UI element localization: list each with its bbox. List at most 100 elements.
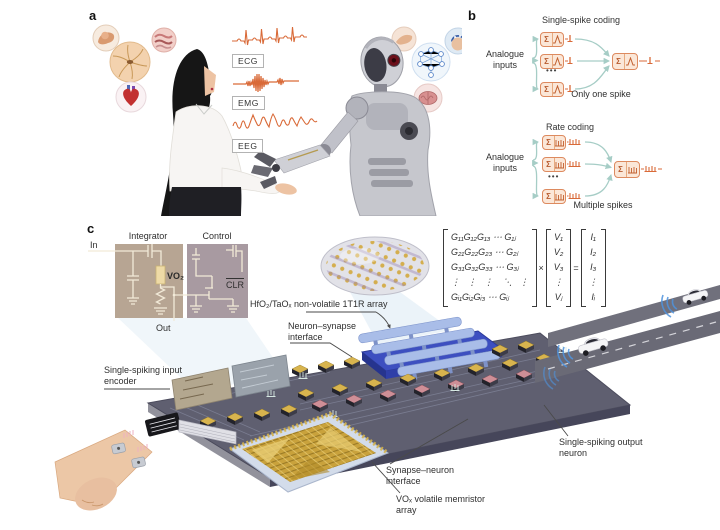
input-neuron-box: Σ (540, 31, 564, 47)
vector-row: V₁ (554, 232, 563, 242)
voltage-vector: V₁ V₂ V₃ ⋮ Vⱼ (551, 229, 567, 307)
input-neuron-box-rate: Σ (542, 134, 566, 150)
neuron-circuit-schematic (88, 244, 248, 321)
memristor-array-label: VOₓ volatile memristor array (396, 494, 485, 515)
conductance-matrix-equation: G₁₁G₁₂G₁₃ ⋯ G₁ⱼ G₂₁G₂₂G₂₃ ⋯ G₂ⱼ G₃₁G₃₂G₃… (443, 229, 606, 307)
panel-b-spike-wires (565, 38, 662, 197)
vector-row: V₃ (553, 262, 564, 273)
smart-road-scene (535, 285, 720, 390)
sigma-symbol: Σ (541, 32, 553, 46)
vector-row: V₂ (553, 247, 564, 258)
single-spike-coding-title: Single-spike coding (541, 15, 621, 25)
current-vector: I₁ I₂ I₃ ⋮ Iᵢ (586, 229, 601, 307)
neural-network-icon (411, 42, 451, 82)
vector-row: I₂ (590, 247, 597, 258)
multi-spike-icon (555, 190, 565, 203)
bracket (443, 229, 448, 307)
vo2-label: VO₂ (167, 271, 185, 281)
muscle-icon (92, 24, 120, 52)
control-label: Control (202, 231, 232, 241)
rate-coding-title: Rate coding (545, 122, 595, 132)
multi-spike-icon (555, 136, 565, 149)
biosignal-waveforms (232, 26, 318, 129)
input-neuron-box: Σ (540, 81, 564, 97)
in-label: In (90, 240, 98, 250)
sigma-symbol: Σ (543, 157, 555, 171)
single-spike-icon (553, 55, 563, 68)
skin-pore-icon (109, 41, 151, 83)
bracket (545, 229, 551, 307)
multiple-spikes-label: Multiple spikes (573, 200, 633, 210)
multi-spike-icon (627, 162, 639, 177)
output-neuron-box-rate: Σ (614, 160, 640, 178)
integrator-label: Integrator (128, 231, 168, 241)
matrix-row: G₂₁G₂₂G₂₃ ⋯ G₂ⱼ (451, 247, 519, 258)
sigma-symbol: Σ (543, 189, 555, 203)
bracket (566, 229, 572, 307)
vector-row: ⋮ (588, 277, 598, 288)
equals-operator: = (573, 263, 579, 273)
emg-label: EMG (232, 96, 265, 110)
analogue-inputs-label-top: Analogue inputs (485, 49, 525, 70)
sigma-symbol: Σ (541, 54, 553, 68)
memristor-array-gold (228, 411, 390, 493)
robot-illustration (251, 36, 437, 216)
tr-array-label: HfO₂/TaOₓ non-volatile 1T1R array (250, 299, 388, 309)
emg-waveform (233, 73, 299, 93)
bracket (600, 229, 606, 307)
panel-a-art (92, 24, 462, 216)
output-neuron-label: Single-spiking output neuron (559, 437, 643, 458)
g-matrix: G₁₁G₁₂G₁₃ ⋯ G₁ⱼ G₂₁G₂₂G₂₃ ⋯ G₂ⱼ G₃₁G₃₂G₃… (448, 229, 532, 307)
panel-b-label: b (468, 8, 476, 23)
eeg-cap-icon (444, 27, 462, 55)
input-neuron-box-rate: Σ (542, 156, 566, 172)
sigma-symbol: Σ (613, 53, 625, 69)
input-neuron-box: Σ (540, 53, 564, 69)
ecg-waveform (232, 26, 307, 46)
wafer (320, 236, 430, 296)
label-leader-lines (104, 311, 569, 494)
analogue-inputs-label-bottom: Analogue inputs (485, 152, 525, 173)
hand-icon (391, 26, 417, 52)
vector-row: Vⱼ (554, 292, 563, 303)
matrix-row: G₃₁G₃₂G₃₃ ⋯ G₃ⱼ (451, 262, 519, 273)
vector-row: I₁ (590, 232, 596, 242)
panel-c-label: c (87, 221, 95, 236)
input-encoder-label: Single-spiking input encoder (104, 365, 183, 386)
sigma-symbol: Σ (615, 161, 627, 177)
eeg-waveform (232, 113, 318, 129)
forearm-electrodes (54, 412, 237, 511)
ellipsis-top: ••• (546, 66, 558, 75)
only-one-spike-label: Only one spike (571, 89, 631, 99)
crossbar-bridges (358, 316, 501, 380)
vector-row: ⋮ (554, 277, 564, 288)
encoder-micrographs (171, 354, 291, 411)
woman-illustration (161, 49, 297, 216)
panel-c-art (54, 236, 720, 511)
vector-row: I₃ (590, 262, 597, 273)
times-operator: × (538, 263, 544, 273)
matrix-row: Gᵢ₁Gᵢ₂Gᵢ₃ ⋯ Gᵢⱼ (451, 292, 509, 303)
sigma-symbol: Σ (543, 135, 555, 149)
single-spike-icon (625, 54, 637, 69)
output-neuron-box: Σ (612, 52, 638, 70)
bracket (531, 229, 537, 307)
ribbon-cable (178, 419, 237, 445)
single-spike-icon (553, 33, 563, 46)
skin-tissue-icon (151, 27, 177, 53)
bracket (580, 229, 586, 307)
neuron-synapse-interface-label: Neuron–synapse interface (288, 321, 357, 342)
heart-icon (115, 81, 147, 113)
out-label: Out (156, 323, 171, 333)
eeg-label: EEG (232, 139, 264, 153)
multi-spike-icon (555, 158, 565, 171)
matrix-row: G₁₁G₁₂G₁₃ ⋯ G₁ⱼ (451, 232, 516, 242)
ellipsis-bottom: ••• (548, 172, 560, 181)
vector-row: Iᵢ (591, 292, 595, 303)
single-spike-icon (553, 83, 563, 96)
synapse-neuron-interface-label: Synapse–neuron interface (386, 465, 455, 486)
clr-label: CLR (226, 278, 245, 290)
sigma-symbol: Σ (541, 82, 553, 96)
